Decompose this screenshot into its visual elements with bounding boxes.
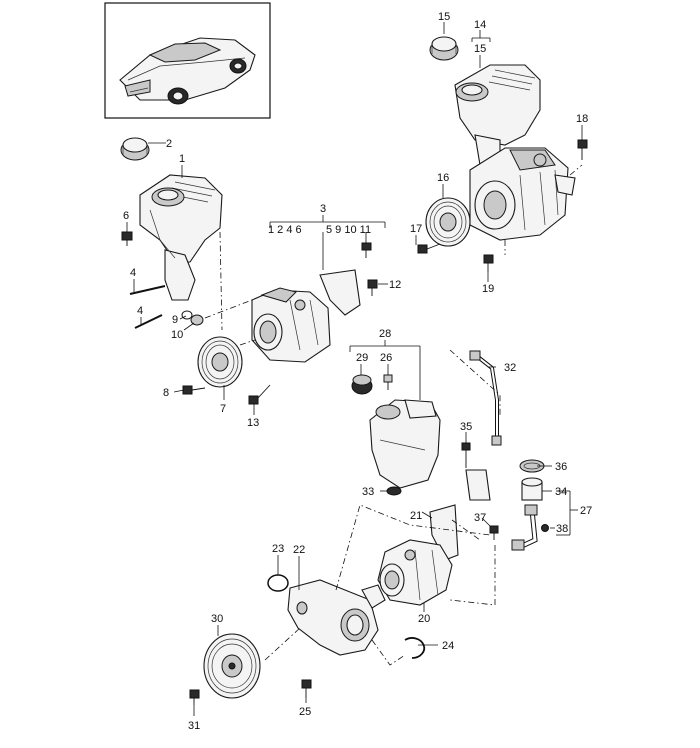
power-steering-pump-left bbox=[251, 287, 331, 363]
seal-33 bbox=[386, 486, 402, 496]
label-17: 17 bbox=[410, 223, 422, 235]
fitting-26 bbox=[383, 374, 393, 390]
label-3: 3 bbox=[320, 203, 326, 215]
stud-4b bbox=[134, 314, 163, 329]
bolt-37 bbox=[489, 525, 499, 540]
fluid-reservoir-lower bbox=[369, 399, 441, 489]
label-1: 1 bbox=[179, 153, 185, 165]
label-37: 37 bbox=[474, 512, 486, 524]
bracket-21 bbox=[429, 504, 459, 561]
bracket-21-plate bbox=[465, 469, 491, 501]
label-27: 27 bbox=[580, 505, 592, 517]
power-steering-pump-lower bbox=[377, 539, 453, 606]
label-15b: 15 bbox=[474, 43, 486, 55]
label-13: 13 bbox=[247, 417, 259, 429]
o-ring-38 bbox=[541, 524, 549, 532]
bolt-25 bbox=[301, 679, 312, 698]
label-6: 6 bbox=[123, 210, 129, 222]
label-32: 32 bbox=[504, 362, 516, 374]
bolt-8 bbox=[182, 385, 206, 395]
hose-32 bbox=[469, 350, 502, 446]
label-3-sub-b: 5 9 10 11 bbox=[326, 224, 371, 236]
label-19: 19 bbox=[482, 283, 494, 295]
label-21: 21 bbox=[410, 510, 422, 522]
pulley-30 bbox=[203, 633, 261, 699]
bolt-11 bbox=[361, 242, 372, 258]
label-28: 28 bbox=[379, 328, 391, 340]
circlip-24 bbox=[404, 637, 426, 659]
cap-15 bbox=[429, 36, 459, 61]
stud-4a bbox=[129, 285, 166, 295]
bracket-5 bbox=[319, 269, 361, 316]
label-33: 33 bbox=[362, 486, 374, 498]
label-24: 24 bbox=[442, 640, 454, 652]
vehicle-thumbnail bbox=[104, 2, 271, 119]
bolt-35 bbox=[461, 442, 471, 468]
label-36: 36 bbox=[555, 461, 567, 473]
label-35: 35 bbox=[460, 421, 472, 433]
fluid-reservoir-left bbox=[139, 174, 223, 301]
label-16: 16 bbox=[437, 172, 449, 184]
power-steering-pump-right bbox=[469, 147, 576, 241]
label-12: 12 bbox=[389, 279, 401, 291]
leader-lines bbox=[126, 22, 583, 716]
label-10: 10 bbox=[171, 329, 183, 341]
label-2: 2 bbox=[166, 138, 172, 150]
seal-ring-10 bbox=[190, 314, 204, 326]
bolt-13 bbox=[248, 384, 271, 405]
bolt-19 bbox=[483, 254, 494, 272]
label-4b: 4 bbox=[137, 305, 143, 317]
label-20: 20 bbox=[418, 613, 430, 625]
seal-ring-9 bbox=[181, 310, 193, 320]
label-25: 25 bbox=[299, 706, 311, 718]
label-30: 30 bbox=[211, 613, 223, 625]
label-15a: 15 bbox=[438, 11, 450, 23]
label-14: 14 bbox=[474, 19, 486, 31]
reservoir-cap-2 bbox=[120, 137, 150, 161]
hose-27 bbox=[511, 504, 538, 551]
bolt-6 bbox=[121, 231, 133, 246]
pulley-7 bbox=[197, 336, 243, 388]
sleeve-34 bbox=[521, 477, 543, 501]
cap-29 bbox=[351, 374, 373, 395]
o-ring-23 bbox=[267, 574, 289, 592]
label-26: 26 bbox=[380, 352, 392, 364]
bolt-18 bbox=[577, 139, 588, 160]
label-38: 38 bbox=[556, 523, 568, 535]
bolt-17 bbox=[417, 243, 441, 254]
bracket-22 bbox=[287, 579, 386, 656]
label-8: 8 bbox=[163, 387, 169, 399]
label-3-sub-a: 1 2 4 6 bbox=[268, 224, 302, 236]
pulley-16 bbox=[425, 197, 471, 247]
label-18: 18 bbox=[576, 113, 588, 125]
label-29: 29 bbox=[356, 352, 368, 364]
label-23: 23 bbox=[272, 543, 284, 555]
label-4a: 4 bbox=[130, 267, 136, 279]
label-34: 34 bbox=[555, 486, 567, 498]
label-22: 22 bbox=[293, 544, 305, 556]
part-number-labels: 1 2 3 1 2 4 6 5 9 10 11 4 4 6 7 8 9 10 1… bbox=[123, 11, 592, 732]
bolt-31 bbox=[189, 689, 200, 705]
bolt-12 bbox=[367, 279, 378, 296]
label-9: 9 bbox=[172, 314, 178, 326]
label-31: 31 bbox=[188, 720, 200, 732]
label-7: 7 bbox=[220, 403, 226, 415]
